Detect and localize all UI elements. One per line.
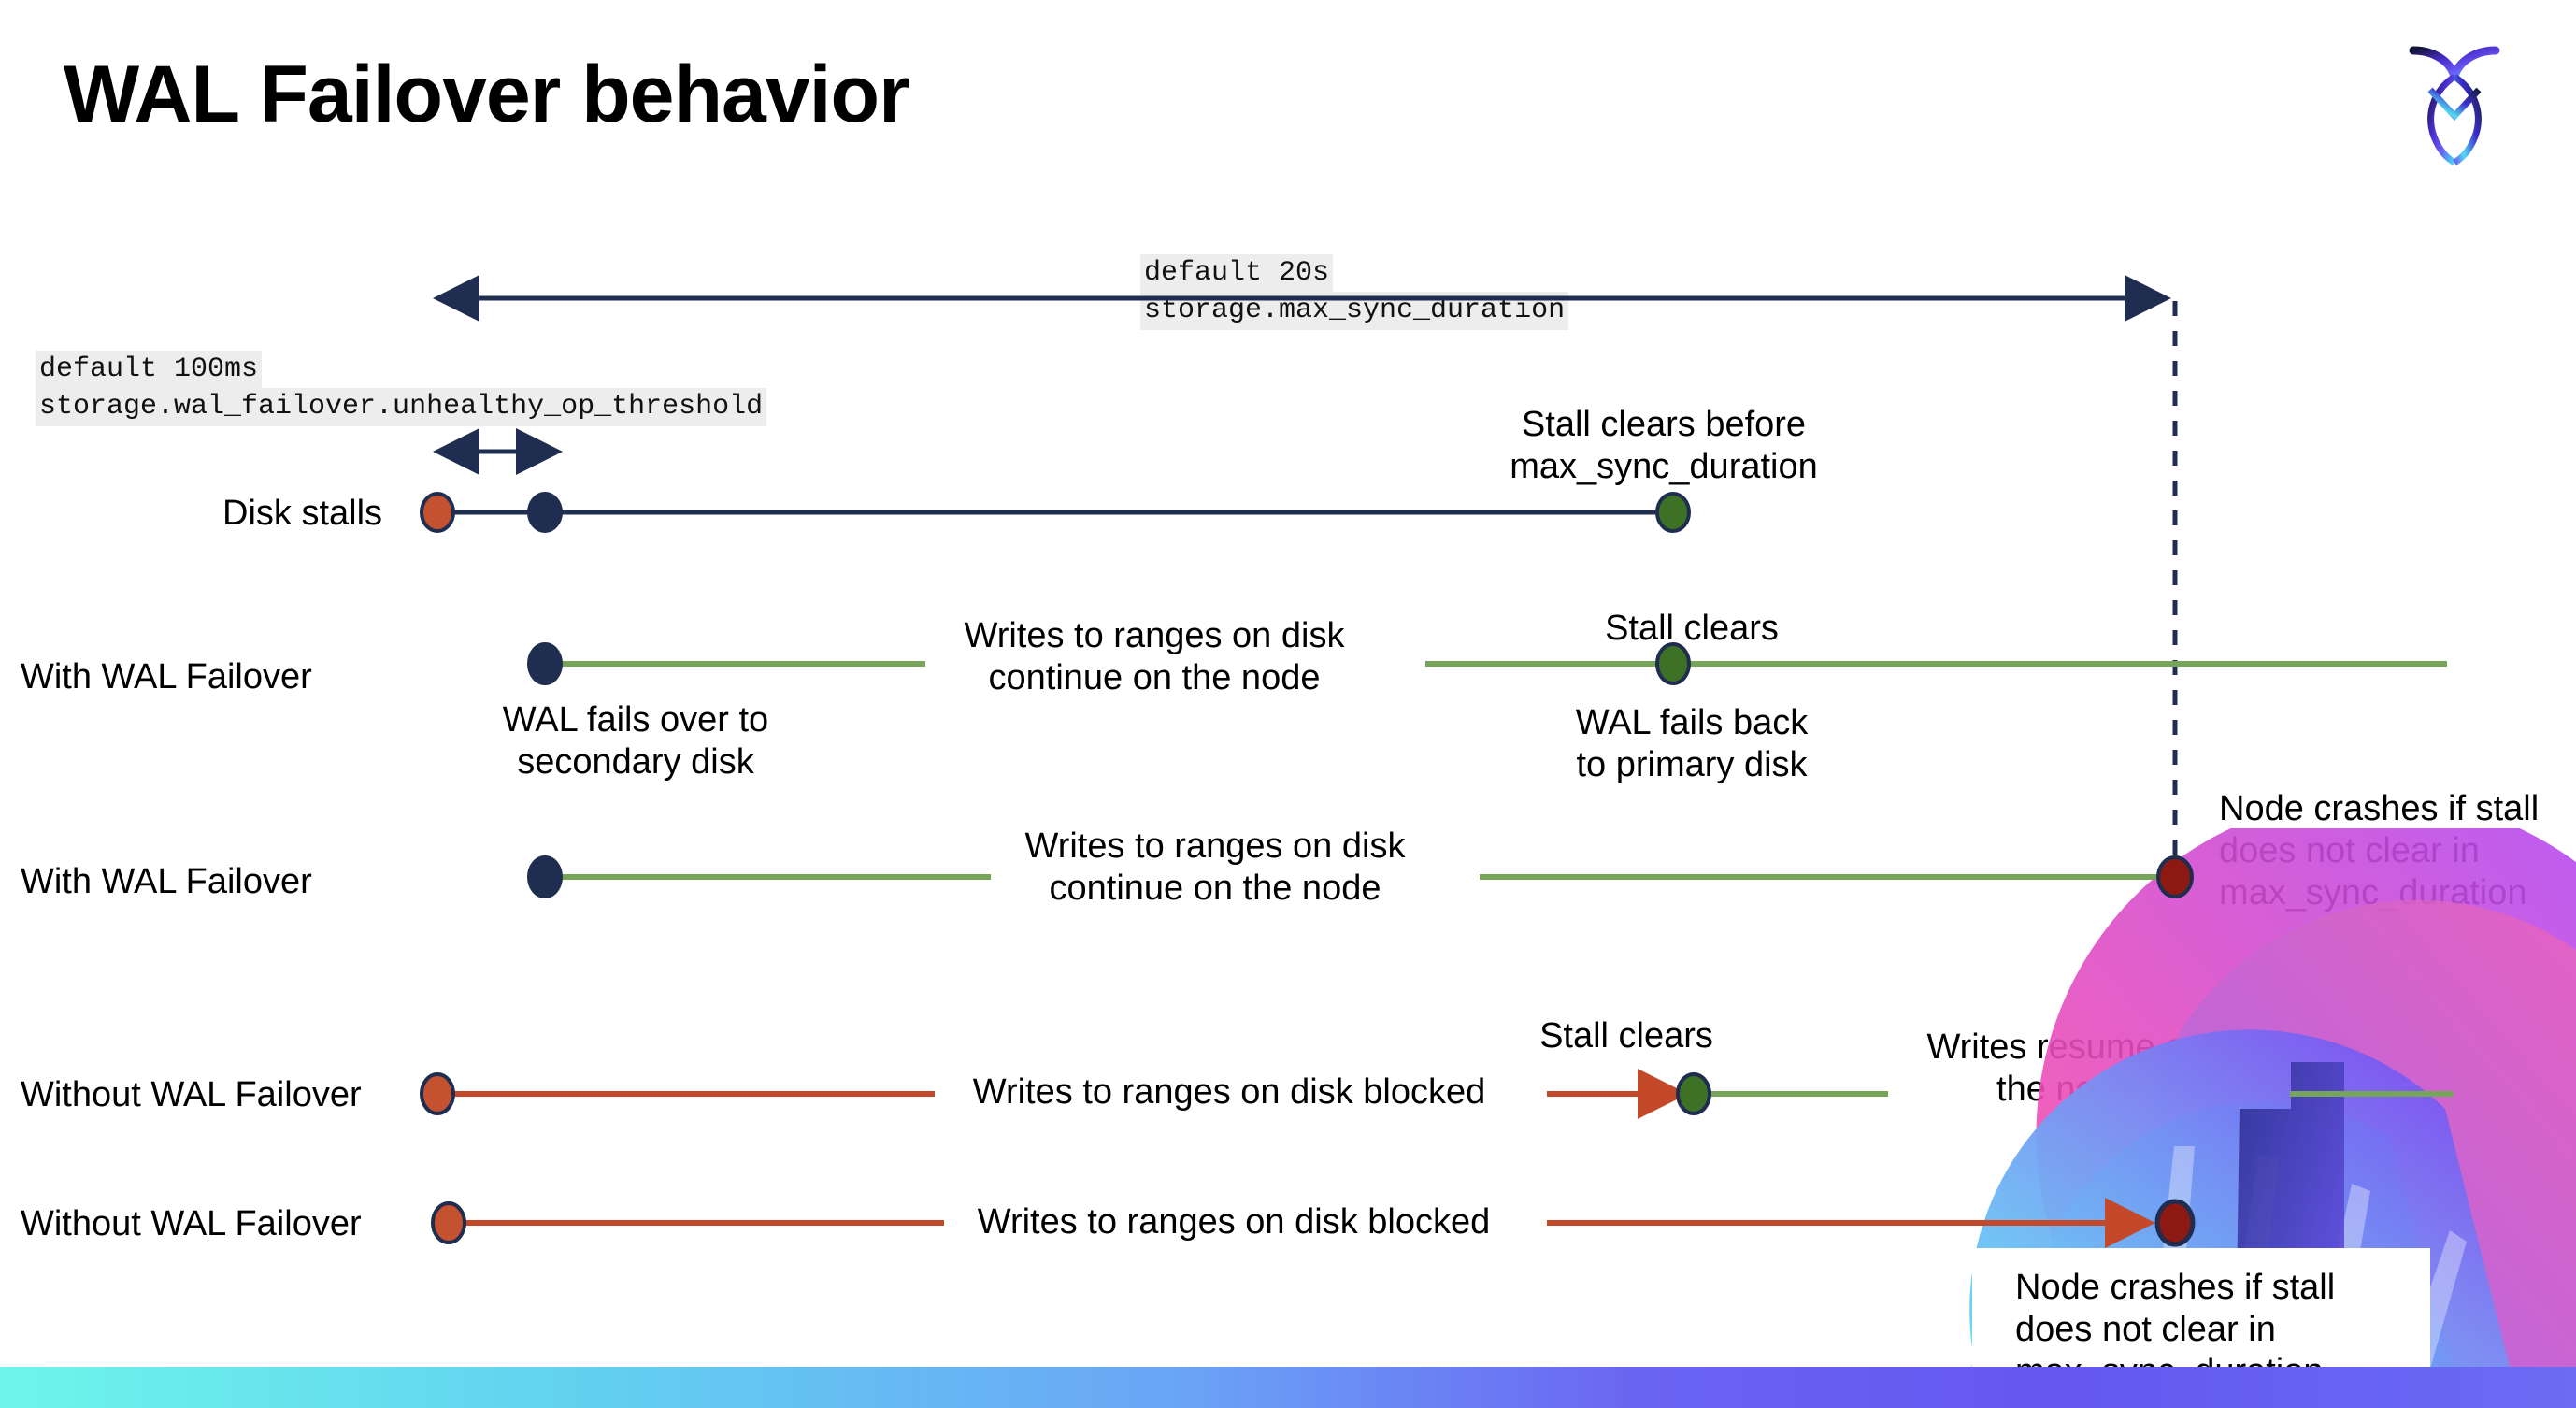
wal-failover-start-marker: [527, 642, 563, 685]
row-label-disk-stalls: Disk stalls: [222, 494, 383, 533]
setting-default-label: default 100ms: [36, 351, 263, 389]
node-crash-marker: [2154, 1199, 2196, 1247]
page-title: WAL Failover behavior: [64, 50, 910, 139]
annotation-wal-fails-back: WAL fails back to primary disk: [1533, 702, 1851, 786]
stall-start-marker: [431, 1201, 466, 1244]
annotation-wal-fails-over: WAL fails over to secondary disk: [467, 699, 804, 783]
row-label-without-wal-failover-1: Without WAL Failover: [21, 1075, 362, 1114]
annotation-line: continue on the node: [1049, 868, 1381, 908]
annotation-stall-clears-2: Stall clears: [1539, 1016, 1713, 1056]
stall-clears-marker: [1676, 1072, 1711, 1115]
setting-unhealthy-op-threshold: default 100ms storage.wal_failover.unhea…: [36, 351, 767, 426]
annotation-line: to primary disk: [1576, 744, 1808, 784]
annotation-stall-clears-before: Stall clears before max_sync_duration: [1477, 404, 1851, 488]
row-label-with-wal-failover-2: With WAL Failover: [21, 862, 312, 901]
annotation-line: Stall clears before: [1521, 405, 1807, 444]
annotation-writes-continue-1: Writes to ranges on disk continue on the…: [939, 615, 1369, 699]
row-label-without-wal-failover-2: Without WAL Failover: [21, 1204, 362, 1243]
wal-failover-start-marker: [527, 855, 563, 898]
annotation-writes-blocked-2: Writes to ranges on disk blocked: [977, 1202, 1491, 1242]
annotation-writes-blocked-1: Writes to ranges on disk blocked: [972, 1072, 1486, 1112]
stall-start-marker: [420, 492, 455, 533]
annotation-line: max_sync_duration: [1510, 446, 1818, 486]
setting-name: storage.wal_failover.unhealthy_op_thresh…: [36, 388, 767, 426]
annotation-line: Node crashes if stall: [2219, 789, 2540, 828]
annotation-stall-clears-1: Stall clears: [1605, 609, 1779, 648]
annotation-line: WAL fails over to: [502, 700, 769, 740]
failover-trigger-marker: [527, 492, 563, 533]
annotation-line: Writes to ranges on disk: [1024, 826, 1406, 866]
node-crash-marker: [2156, 855, 2194, 898]
annotation-line: does not clear in: [2015, 1309, 2276, 1349]
row-label-with-wal-failover-1: With WAL Failover: [21, 657, 312, 697]
wal-failback-marker: [1655, 642, 1691, 685]
stall-clears-marker: [1655, 492, 1691, 533]
bottom-gradient-bar: [0, 1367, 2576, 1408]
annotation-line: continue on the node: [988, 657, 1321, 697]
annotation-line: WAL fails back: [1575, 703, 1809, 742]
stall-start-marker: [420, 1072, 455, 1115]
cockroachdb-logo-icon: [2398, 36, 2511, 166]
annotation-line: secondary disk: [517, 741, 754, 782]
annotation-line: Node crashes if stall: [2015, 1268, 2336, 1307]
annotation-writes-continue-2: Writes to ranges on disk continue on the…: [1000, 826, 1430, 910]
annotation-line: Writes to ranges on disk: [964, 616, 1345, 655]
